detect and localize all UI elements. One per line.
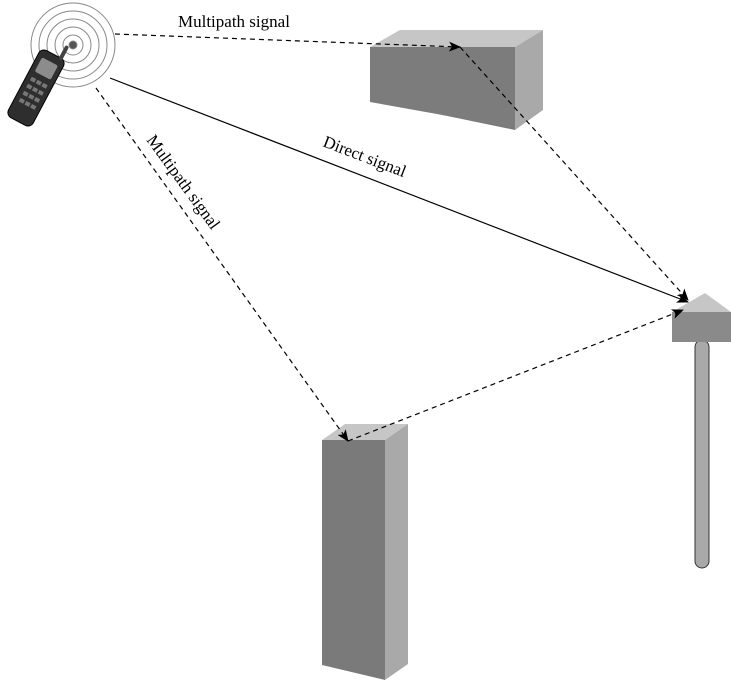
antenna-head-front — [672, 312, 731, 342]
label-multipath-left: Multipath signal — [143, 131, 224, 233]
label-direct-signal: Direct signal — [321, 132, 410, 181]
multipath-tall-building-to-antenna — [347, 309, 684, 442]
top-building-top — [370, 30, 543, 47]
multipath-left-to-tall-building — [95, 87, 349, 442]
tall-building-front — [322, 440, 385, 680]
multipath-building-to-antenna — [459, 46, 689, 301]
top-building-side — [515, 30, 543, 130]
base-station-antenna-icon — [672, 293, 731, 569]
multipath-top-to-building — [114, 33, 461, 52]
mobile-phone-icon — [7, 45, 69, 127]
direct-signal-arrow — [109, 77, 689, 303]
antenna-head-top — [672, 293, 731, 312]
tall-building — [322, 424, 408, 680]
antenna-pole — [694, 339, 710, 569]
tall-building-side — [385, 424, 408, 680]
signal-rings — [30, 2, 116, 88]
label-multipath-top: Multipath signal — [178, 12, 290, 31]
